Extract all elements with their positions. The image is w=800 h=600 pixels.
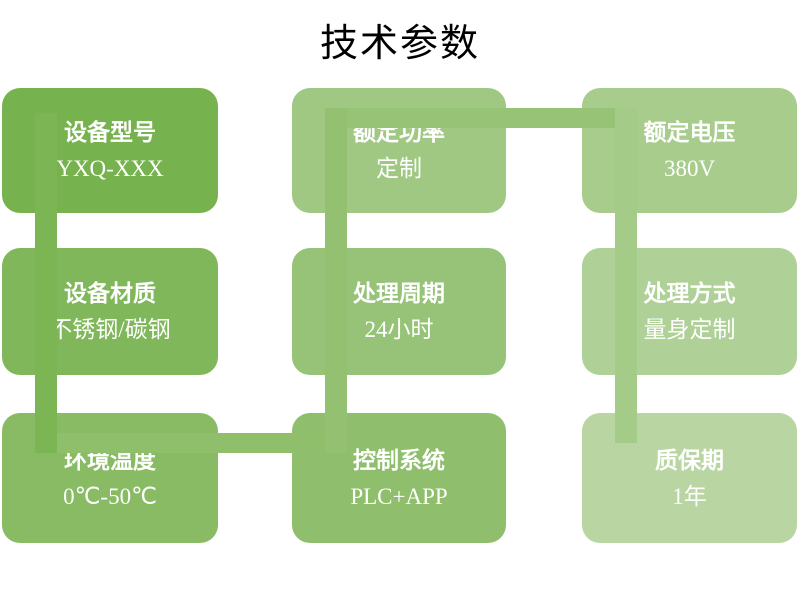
param-value: 380V bbox=[663, 156, 716, 181]
param-value: 不锈钢/碳钢 bbox=[49, 317, 171, 342]
param-value: 定制 bbox=[376, 156, 422, 181]
param-label: 额定电压 bbox=[643, 120, 736, 145]
param-value: 量身定制 bbox=[643, 317, 736, 342]
param-box-content: 处理方式 量身定制 bbox=[582, 248, 797, 375]
param-label: 环境温度 bbox=[64, 447, 156, 473]
param-box-content: 质保期 1年 bbox=[582, 413, 797, 543]
param-value: 24小时 bbox=[364, 317, 434, 342]
param-label: 设备型号 bbox=[64, 120, 156, 145]
param-label: 质保期 bbox=[655, 447, 724, 473]
param-label: 控制系统 bbox=[353, 447, 445, 473]
param-box-content: 设备型号 YXQ-XXX bbox=[2, 88, 218, 213]
param-box-content: 额定电压 380V bbox=[582, 88, 797, 213]
param-value: 1年 bbox=[672, 483, 707, 509]
connector-right-vertical bbox=[615, 108, 637, 443]
connector-bottom-horizontal bbox=[57, 433, 325, 453]
param-value: YXQ-XXX bbox=[56, 156, 164, 181]
connector-top-horizontal bbox=[347, 108, 615, 128]
slide-title: 技术参数 bbox=[319, 23, 480, 65]
connector-middle-vertical bbox=[325, 108, 347, 453]
param-box-content: 设备材质 不锈钢/碳钢 bbox=[2, 248, 218, 375]
param-label: 设备材质 bbox=[64, 281, 156, 306]
param-box-content: 处理周期 24小时 bbox=[292, 248, 506, 375]
connector-left-vertical bbox=[35, 113, 57, 453]
param-label: 处理周期 bbox=[353, 281, 445, 306]
param-value: 0℃-50℃ bbox=[63, 483, 157, 509]
param-box-content: 控制系统 PLC+APP bbox=[292, 413, 506, 543]
param-label: 处理方式 bbox=[643, 281, 736, 306]
param-value: PLC+APP bbox=[350, 483, 448, 509]
param-box-content: 环境温度 0℃-50℃ bbox=[2, 413, 218, 543]
